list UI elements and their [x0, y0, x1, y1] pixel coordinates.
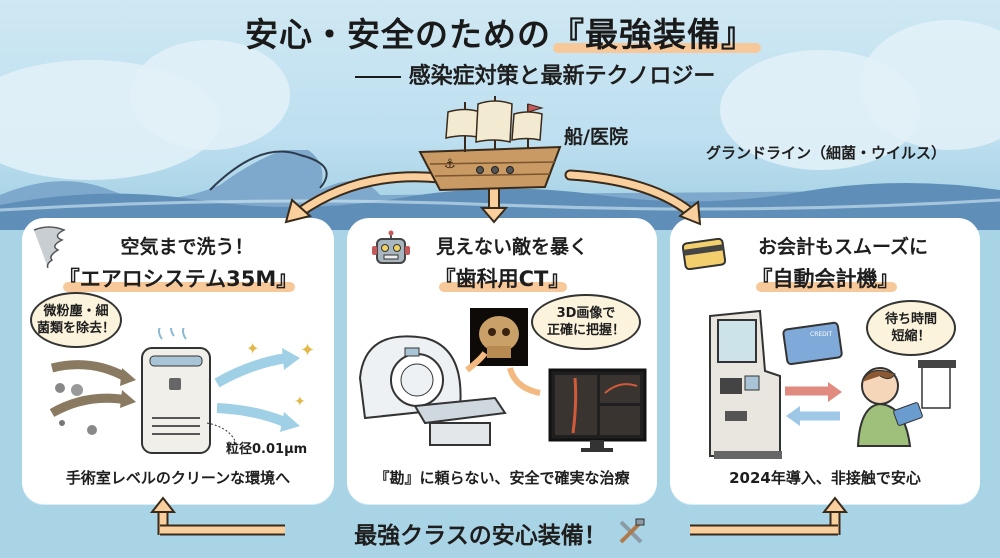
banner-text: 最強クラスの安心装備！ [354, 523, 607, 549]
credit-text: CREDIT [810, 331, 833, 338]
speech-bubble: 待ち時間 短縮！ [866, 300, 956, 356]
credit-card-icon [682, 238, 726, 270]
card-heading-line1: お会計もスムーズに [757, 236, 929, 258]
title-highlight: 『最強装備』 [551, 8, 761, 56]
payment-machine-illustration: CREDIT [709, 309, 956, 459]
card-footer: 『勘』に頼らない、安全で確実な治療 [374, 469, 630, 487]
cloud [860, 20, 1000, 150]
subtitle: 感染症対策と最新テクノロジー [0, 58, 1000, 90]
subtitle-text: 感染症対策と最新テクノロジー [408, 64, 716, 89]
particle-size-note: 粒径0.01μm [226, 442, 308, 457]
svg-text:✦: ✦ [294, 394, 306, 410]
card-heading: 見えない敵を暴く 『歯科用CT』 [347, 232, 657, 293]
card-auto-payment: お会計もスムーズに 『自動会計機』 CREDIT 待ち時間 短縮！ 2024年導… [670, 218, 980, 504]
tools-icon [619, 518, 645, 544]
dash-line [354, 76, 401, 78]
ct-scanner-illustration [358, 308, 647, 452]
svg-text:✦: ✦ [300, 340, 315, 361]
card-product-name: 『自動会計機』 [752, 263, 899, 293]
card-heading: お会計もスムーズに 『自動会計機』 [670, 232, 980, 293]
card-heading: 空気まで洗う！ 『エアロシステム35M』 [22, 232, 334, 293]
card-air-system: 空気まで洗う！ 『エアロシステム35M』 微粉塵・細 菌類を除去！ ✦ ✦ ✦ 粒径… [22, 218, 334, 504]
air-purifier-illustration: ✦ ✦ ✦ [49, 328, 315, 454]
speech-bubble: 3D画像で 正確に把握！ [531, 294, 641, 350]
svg-text:✦: ✦ [246, 339, 259, 358]
speech-bubble: 微粉塵・細 菌類を除去！ [30, 292, 122, 348]
sea-label: グランドライン（細菌・ウイルス） [706, 144, 947, 162]
card-dental-ct: 見えない敵を暴く 『歯科用CT』 3D画像で 正確に把握！ 『勘』に頼らない、安… [347, 218, 657, 504]
tornado-icon [33, 226, 66, 268]
cloud [130, 40, 290, 150]
page-title: 安心・安全のための『最強装備』 [245, 8, 761, 56]
card-footer: 2024年導入、非接触で安心 [729, 469, 921, 487]
card-product-name: 『歯科用CT』 [435, 263, 569, 293]
bottom-banner: 最強クラスの安心装備！ [0, 512, 1000, 552]
robot-icon [372, 230, 410, 264]
bottom-connector-arrows [149, 496, 849, 536]
svg-text:⚓: ⚓ [444, 157, 456, 172]
header: 安心・安全のための『最強装備』 感染症対策と最新テクノロジー [0, 8, 1000, 90]
card-heading-line1: 空気まで洗う！ [120, 236, 254, 258]
card-heading-line1: 見えない敵を暴く [435, 236, 588, 258]
card-footer: 手術室レベルのクリーンな環境へ [65, 469, 291, 487]
ship-icon: ⚓ [418, 96, 562, 192]
ship-label: 船/医院 [564, 126, 628, 148]
title-prefix: 安心・安全のための [245, 15, 551, 54]
card-product-name: 『エアロシステム35M』 [59, 263, 297, 293]
branch-arrows [284, 169, 702, 226]
